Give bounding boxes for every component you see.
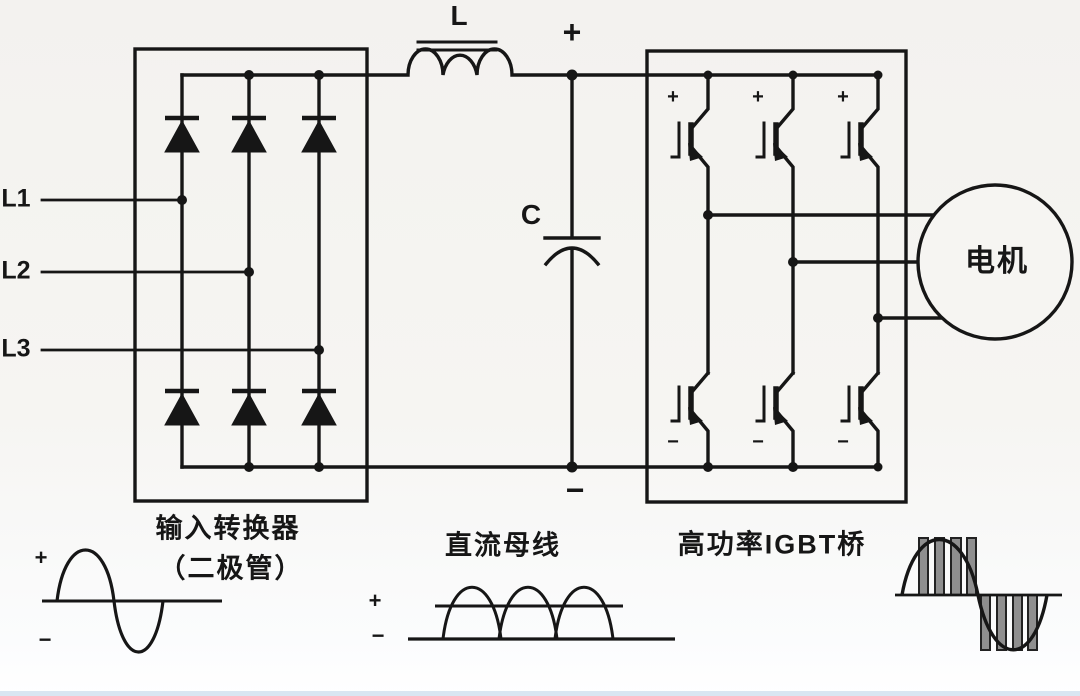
igbt-u3-gate [840, 121, 851, 159]
input-wave-minus-sign: − [38, 627, 52, 652]
bottom-accent-strip [0, 691, 1080, 696]
capacitor-symbol [543, 73, 601, 469]
igbt-plus-sign-2: + [752, 86, 764, 108]
rectifier-diodes [164, 115, 337, 426]
label-l3: L3 [1, 334, 31, 363]
label-l2: L2 [1, 256, 31, 285]
diode-upper-3-icon [301, 119, 337, 153]
input-sine-waveform [42, 548, 222, 654]
dc-ripple-waveform [408, 585, 675, 641]
inductor-core-icon [416, 40, 498, 52]
igbt-u3-collector [858, 73, 880, 132]
rectifier-box [133, 47, 369, 503]
diode-upper-1-icon [164, 119, 200, 153]
igbt-l2-collector [773, 370, 796, 396]
igbt-emitter-arrows [688, 143, 873, 425]
pwm-fundamental-sine [900, 538, 1049, 652]
motor-circle [916, 183, 1074, 341]
igbt-bridge-section-label: 高功率IGBT桥 [677, 529, 867, 560]
input-wave-plus-sign: + [34, 545, 48, 570]
igbt-l3-gate [840, 385, 851, 423]
dc-minus-sign: − [565, 472, 585, 508]
diode-upper-2-icon [231, 119, 267, 153]
igbt-minus-sign-2: − [752, 431, 764, 453]
motor-label: 电机 [965, 245, 1029, 278]
igbt-minus-sign-1: − [667, 431, 679, 453]
rectifier-section-sublabel: （二极管） [158, 553, 304, 584]
igbt-plus-sign-1: + [667, 86, 679, 108]
dc-bus-section-label: 直流母线 [445, 530, 561, 561]
igbt-bridge-box [645, 49, 908, 504]
junction-dots [177, 69, 883, 473]
igbt-u2-collector [773, 73, 795, 132]
label-l1: L1 [1, 184, 31, 213]
igbt-u1-gate [670, 121, 681, 159]
label-inductor: L [450, 0, 468, 31]
igbt-minus-sign-3: − [837, 431, 849, 453]
igbt-u1-emitter-leg [690, 146, 710, 375]
igbt-l2-gate [755, 385, 766, 423]
igbt-u2-gate [755, 121, 766, 159]
rectifier-section-label: 输入转换器 [155, 513, 301, 544]
dc-plus-sign: + [562, 14, 582, 50]
dc-bus-positive-wire [180, 47, 880, 77]
igbt-l3-collector [858, 370, 881, 396]
diode-lower-1-icon [164, 392, 200, 426]
igbt-plus-sign-3: + [837, 86, 849, 108]
dc-wave-plus-sign: + [368, 588, 382, 613]
label-capacitor: C [520, 199, 542, 230]
diode-lower-2-icon [231, 392, 267, 426]
dc-wave-minus-sign: − [371, 623, 385, 648]
igbt-l1-gate [670, 385, 681, 423]
igbt-u1-collector [688, 73, 710, 132]
diode-lower-3-icon [301, 392, 337, 426]
pwm-waveform [895, 537, 1062, 652]
